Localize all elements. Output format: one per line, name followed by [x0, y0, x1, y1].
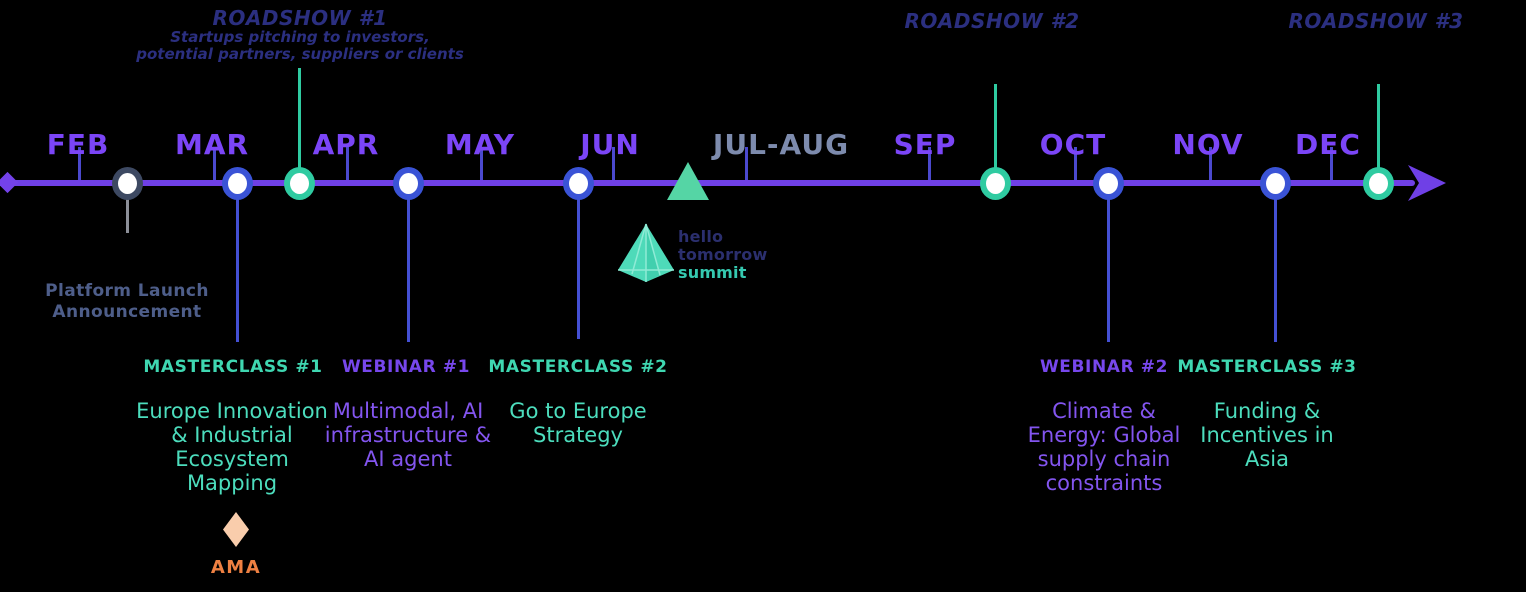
- webinar-2-heading: WEBINAR #2: [1039, 357, 1169, 377]
- masterclass-1-description: Europe Innovation & Industrial Ecosystem…: [112, 399, 352, 495]
- roadshow-3-title: ROADSHOW #3: [1288, 9, 1464, 33]
- month-label-apr: APR: [312, 128, 380, 161]
- node-roadshow-1: [284, 167, 315, 200]
- masterclass-2-heading: MASTERCLASS #2: [488, 357, 668, 377]
- roadshow-1-subtitle-line1: Startups pitching to investors,: [170, 28, 430, 46]
- tick-sep: [928, 147, 931, 180]
- roadshow-2-title: ROADSHOW #2: [904, 9, 1080, 33]
- node-webinar-2: [1093, 167, 1124, 200]
- node-roadshow-3: [1363, 167, 1394, 200]
- masterclass-2-description-line: Go to Europe: [509, 399, 647, 423]
- tick-nov: [1209, 147, 1212, 180]
- timeline-axis: [5, 180, 1415, 186]
- platform-launch-connector-line: [126, 197, 129, 233]
- node-roadshow-2: [980, 167, 1011, 200]
- roadshow-2-connector-line: [994, 84, 997, 169]
- summit-logo-line-hello: hello: [678, 227, 724, 246]
- masterclass-3-description: Funding & Incentives in Asia: [1147, 399, 1387, 471]
- masterclass-2-description: Go to Europe Strategy: [458, 399, 698, 447]
- tick-mar: [213, 147, 216, 180]
- roadshow-1-title: ROADSHOW #1: [212, 6, 388, 30]
- webinar-2-connector-line: [1107, 198, 1110, 342]
- webinar-2-description-line: constraints: [1045, 471, 1163, 495]
- node-masterclass-3: [1260, 167, 1291, 200]
- masterclass-2-description-line: Strategy: [533, 423, 623, 447]
- masterclass-1-description-line: Ecosystem: [175, 447, 289, 471]
- diamond-icon: [0, 171, 19, 194]
- masterclass-3-description-line: Funding &: [1213, 399, 1321, 423]
- webinar-1-connector-line: [407, 198, 410, 342]
- triangle-icon: [667, 162, 709, 200]
- month-label-oct: OCT: [1039, 128, 1107, 161]
- webinar-1-description-line: AI agent: [364, 447, 452, 471]
- webinar-2-description-line: Energy: Global: [1027, 423, 1181, 447]
- tick-feb: [78, 147, 81, 180]
- webinar-2-description-line: supply chain: [1037, 447, 1171, 471]
- webinar-1-description-line: Multimodal, AI: [332, 399, 484, 423]
- node-masterclass-2: [563, 167, 594, 200]
- tick-dec: [1330, 147, 1333, 180]
- masterclass-3-description-line: Asia: [1244, 447, 1289, 471]
- node-masterclass-1: [222, 167, 253, 200]
- month-label-feb: FEB: [46, 128, 110, 161]
- webinar-1-heading: WEBINAR #1: [341, 357, 471, 377]
- node-webinar-1: [393, 167, 424, 200]
- tick-oct: [1074, 147, 1077, 180]
- month-label-julaug: JUL-AUG: [712, 128, 850, 161]
- masterclass-1-description-line: Europe Innovation: [136, 399, 328, 423]
- ama-diamond-icon: [223, 512, 249, 547]
- summit-logo-line-tomorrow: tomorrow: [678, 245, 768, 264]
- platform-launch-line2: Announcement: [52, 302, 202, 322]
- masterclass-1-description-line: Mapping: [186, 471, 278, 495]
- masterclass-1-connector-line: [236, 198, 239, 342]
- webinar-1-description: Multimodal, AI infrastructure & AI agent: [288, 399, 528, 471]
- tick-may: [480, 147, 483, 180]
- month-label-dec: DEC: [1295, 128, 1361, 161]
- tick-julaug: [745, 147, 748, 180]
- month-label-nov: NOV: [1172, 128, 1244, 161]
- roadshow-1-subtitle-line2: potential partners, suppliers or clients: [136, 45, 464, 63]
- masterclass-2-connector-line: [577, 198, 580, 339]
- month-label-may: MAY: [444, 128, 516, 161]
- summit-logo-line-summit: summit: [678, 263, 747, 282]
- masterclass-1-heading: MASTERCLASS #1: [143, 357, 323, 377]
- month-label-mar: MAR: [174, 128, 250, 161]
- arrow-right-icon: [1408, 165, 1446, 201]
- tick-apr: [346, 147, 349, 180]
- platform-launch-line1: Platform Launch: [45, 281, 209, 301]
- masterclass-3-connector-line: [1274, 198, 1277, 342]
- pyramid-icon: [618, 223, 674, 282]
- webinar-2-description: Climate & Energy: Global supply chain co…: [984, 399, 1224, 495]
- masterclass-3-description-line: Incentives in: [1200, 423, 1334, 447]
- tick-jun: [612, 147, 615, 180]
- ama-label: AMA: [210, 557, 262, 578]
- roadshow-3-connector-line: [1377, 84, 1380, 169]
- month-label-jun: JUN: [580, 128, 640, 161]
- webinar-2-description-line: Climate &: [1052, 399, 1156, 423]
- masterclass-3-heading: MASTERCLASS #3: [1177, 357, 1357, 377]
- node-platform-launch: [112, 167, 143, 200]
- roadshow-1-connector-line: [298, 68, 301, 169]
- month-label-sep: SEP: [893, 128, 957, 161]
- masterclass-1-description-line: & Industrial: [171, 423, 293, 447]
- webinar-1-description-line: infrastructure &: [324, 423, 492, 447]
